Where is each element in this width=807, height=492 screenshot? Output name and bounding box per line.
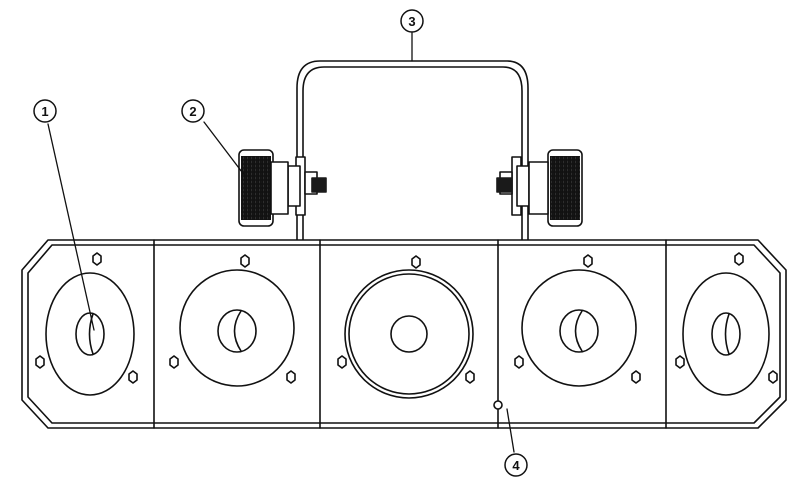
- screw-head: [92, 252, 102, 266]
- right-yoke-mount: [496, 156, 530, 216]
- callout-4: 4: [504, 453, 528, 477]
- callout-3: 3: [400, 9, 424, 33]
- lens-panel-5: [675, 252, 778, 396]
- screw-head: [631, 370, 641, 384]
- screw-head: [169, 355, 179, 369]
- screw-head: [675, 355, 685, 369]
- screw-head: [286, 370, 296, 384]
- lens-panel-3-center: [337, 255, 475, 399]
- leader-lines: [47, 32, 515, 453]
- left-yoke-mount: [287, 156, 327, 216]
- lens-panel-2: [169, 254, 296, 387]
- screw-head: [128, 370, 138, 384]
- screw-head: [240, 254, 250, 268]
- fixture-housing: [21, 239, 787, 429]
- lens-panel-4: [514, 254, 641, 387]
- screw-head: [583, 254, 593, 268]
- svg-text:3: 3: [408, 14, 415, 29]
- screw-head: [411, 255, 421, 269]
- screw-head: [337, 355, 347, 369]
- svg-text:1: 1: [41, 104, 48, 119]
- screw-head: [514, 355, 524, 369]
- callout-1: 1: [33, 99, 57, 123]
- screw-head: [35, 355, 45, 369]
- right-adjustment-knob: [528, 149, 583, 227]
- mounting-yoke: [296, 60, 529, 241]
- callout-2: 2: [181, 99, 205, 123]
- screw-head: [465, 370, 475, 384]
- left-adjustment-knob: [238, 149, 289, 227]
- svg-text:2: 2: [189, 104, 196, 119]
- screw-head: [734, 252, 744, 266]
- screw-head: [768, 370, 778, 384]
- port-indicator: [493, 400, 503, 410]
- svg-text:4: 4: [512, 458, 520, 473]
